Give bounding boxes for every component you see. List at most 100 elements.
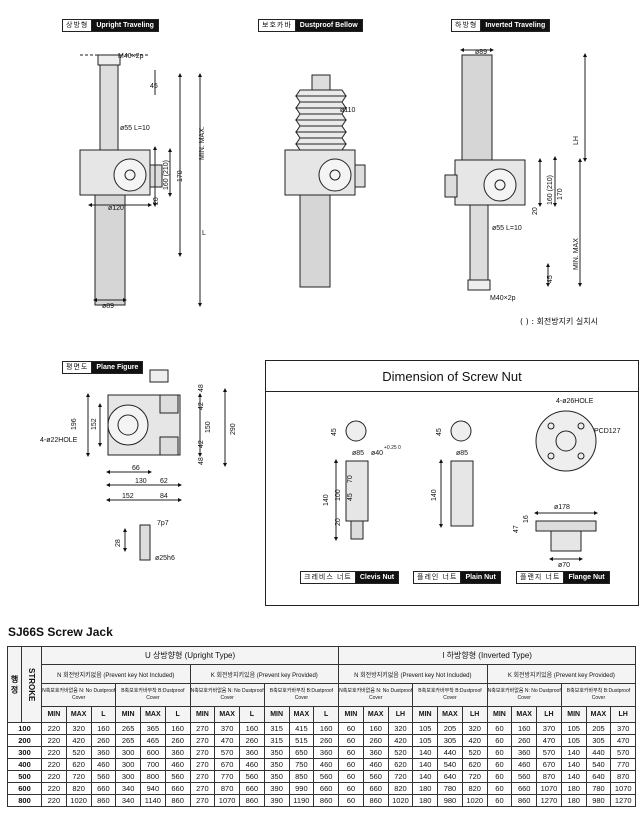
stroke-head: STROKE	[21, 646, 42, 723]
table-cell: 60	[338, 746, 364, 759]
stroke-cell: 400	[7, 758, 42, 771]
screw-nut-panel: Dimension of Screw Nut 45 ø85 ø40 +0.25 …	[265, 360, 639, 606]
table-cell: 60	[486, 770, 513, 783]
upright-h20: 20	[153, 197, 160, 205]
plane-d28: 28	[115, 539, 122, 547]
table-cell: 270	[189, 734, 216, 747]
column-header: MAX	[585, 706, 612, 723]
table-cell: 360	[239, 746, 265, 759]
table-cell: 300	[115, 770, 141, 783]
table-cell: 360	[313, 746, 340, 759]
plane-d66: 66	[132, 465, 140, 472]
table-cell: 360	[164, 746, 191, 759]
plain-tag-en: Plain Nut	[461, 572, 500, 583]
table-cell: 720	[387, 770, 414, 783]
table-cell: 105	[412, 734, 439, 747]
column-header: MAX	[511, 706, 538, 723]
plane-d150: 150	[205, 421, 212, 433]
table-cell: 370	[610, 722, 637, 735]
nut-f16: 16	[523, 515, 530, 523]
plain-tag: 플레인 너트 Plain Nut	[413, 571, 501, 584]
table-cell: 220	[41, 758, 67, 771]
table-cell: 300	[115, 746, 141, 759]
table-cell: 520	[65, 746, 92, 759]
table-cell: 820	[65, 782, 92, 795]
table-cell: 350	[263, 770, 290, 783]
table-cell: 820	[387, 782, 414, 795]
nut-p140: 140	[431, 489, 438, 501]
bellow-d110: ø110	[340, 107, 356, 114]
table-cell: 520	[461, 746, 488, 759]
table-cell: 270	[189, 746, 216, 759]
sub-head: B축보호카바부착 B:Dustproof Cover	[263, 683, 340, 707]
stroke-cell: 100	[7, 722, 42, 735]
inverted-h20: 20	[532, 207, 539, 215]
column-header: L	[239, 706, 265, 723]
table-cell: 60	[338, 794, 364, 807]
table-cell: 980	[437, 794, 463, 807]
column-header: MIN	[338, 706, 364, 723]
table-cell: 360	[362, 746, 389, 759]
table-cell: 160	[164, 722, 191, 735]
table-cell: 560	[239, 770, 265, 783]
table-cell: 600	[140, 746, 166, 759]
table-cell: 860	[239, 794, 265, 807]
table-cell: 60	[338, 782, 364, 795]
table-cell: 1070	[536, 782, 562, 795]
upright-d45: 45	[150, 83, 158, 90]
table-cell: 220	[41, 770, 67, 783]
table-cell: 560	[511, 770, 538, 783]
inverted-h160: 160 (210)	[547, 175, 554, 205]
plane-d62: 62	[160, 478, 168, 485]
bellow-tag: 보호카바 Dustproof Bellow	[258, 19, 363, 32]
table-cell: 390	[263, 794, 290, 807]
upright-tag-en: Upright Traveling	[92, 20, 158, 31]
nut-pcd: PCD127	[594, 428, 621, 435]
table-cell: 670	[214, 758, 240, 771]
table-cell: 180	[560, 782, 587, 795]
inverted-d45: 45	[547, 275, 554, 283]
table-cell: 540	[437, 758, 463, 771]
column-header: MIN	[486, 706, 513, 723]
table-cell: 460	[313, 758, 340, 771]
table-cell: 370	[214, 722, 240, 735]
table-cell: 180	[560, 794, 587, 807]
column-header: MIN	[189, 706, 216, 723]
column-header: MAX	[437, 706, 463, 723]
table-cell: 305	[437, 734, 463, 747]
table-cell: 350	[263, 746, 290, 759]
plane-key: 7p7	[157, 520, 169, 527]
column-header: LH	[387, 706, 414, 723]
table-cell: 870	[610, 770, 637, 783]
table-cell: 265	[115, 722, 141, 735]
table-cell: 465	[140, 734, 166, 747]
table-cell: 160	[239, 722, 265, 735]
row-head: 행 정	[7, 646, 22, 723]
table-cell: 260	[164, 734, 191, 747]
clevis-tag-ko: 크레비스 너트	[301, 572, 356, 583]
table-cell: 720	[65, 770, 92, 783]
table-cell: 660	[164, 782, 191, 795]
table-cell: 650	[288, 746, 315, 759]
upright-L: L	[202, 230, 206, 237]
table-title: SJ66S Screw Jack	[8, 625, 113, 639]
plane-d42b: 42	[198, 440, 205, 448]
table-cell: 320	[387, 722, 414, 735]
screw-nut-drawings: 45 ø85 ø40 +0.25 0 140 100 20 70 45 ø85 …	[323, 398, 621, 569]
nut-c85: ø85	[352, 450, 364, 457]
inverted-tag-ko: 하방형	[452, 20, 482, 31]
column-header: L	[90, 706, 117, 723]
table-cell: 570	[610, 746, 637, 759]
table-cell: 1270	[610, 794, 637, 807]
table-cell: 60	[486, 782, 513, 795]
upright-drawing	[79, 54, 202, 307]
table-cell: 315	[263, 734, 290, 747]
upright-d89: ø89	[102, 303, 114, 310]
table-cell: 1190	[288, 794, 315, 807]
table-cell: 660	[511, 782, 538, 795]
table-cell: 540	[585, 758, 612, 771]
